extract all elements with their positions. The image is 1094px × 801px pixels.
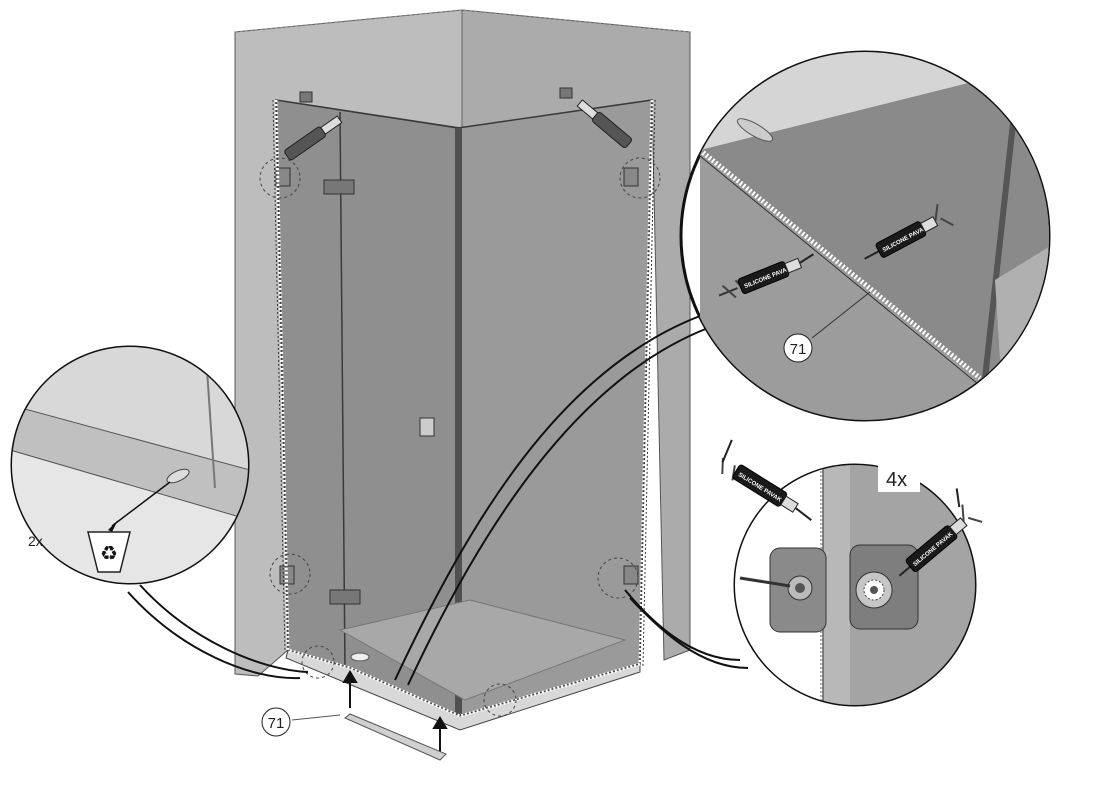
silicone-gun — [576, 99, 632, 149]
wall-bracket — [623, 167, 639, 187]
svg-text:71: 71 — [268, 715, 285, 732]
wall-bracket — [275, 167, 291, 187]
shower-tray — [285, 649, 641, 731]
quantity-badge-4x: 4x — [878, 462, 920, 492]
detail-marker — [483, 683, 517, 717]
svg-text:4x: 4x — [886, 469, 907, 491]
detail-marker — [597, 557, 639, 599]
recycle-bin-icon: ♻ — [87, 531, 131, 573]
seal-strip — [344, 713, 447, 761]
leader-lines — [127, 315, 749, 686]
spacer-clip — [166, 468, 190, 484]
svg-text:71: 71 — [790, 341, 807, 358]
detail-marker — [269, 553, 311, 595]
zoom-inset-left: ♻ 2x — [10, 345, 250, 585]
recycle-icon: ♻ — [100, 541, 118, 565]
door-handle — [419, 417, 435, 437]
hinge-top — [323, 179, 355, 195]
zoom-inset-top-right: SILICONE PAVAK SILICONE PAVAK 71 — [679, 50, 1051, 422]
part-label-zoom: 71 — [783, 333, 813, 363]
quantity-2x: 2x — [28, 533, 43, 549]
part-label-main: 71 — [261, 707, 291, 737]
silicone-bead — [274, 99, 654, 718]
corner-profile — [455, 128, 462, 718]
tray-drain — [350, 652, 370, 662]
silicone-gun — [284, 115, 343, 161]
detail-marker — [259, 157, 301, 199]
up-arrow — [342, 670, 448, 756]
zoom-inset-right: SILICONE PAVAK SILICONE PAVAK 4x — [721, 439, 983, 707]
detail-marker — [301, 645, 335, 679]
shower-enclosure — [234, 9, 691, 761]
hinge-bottom — [329, 589, 361, 605]
detail-marker — [619, 157, 661, 199]
